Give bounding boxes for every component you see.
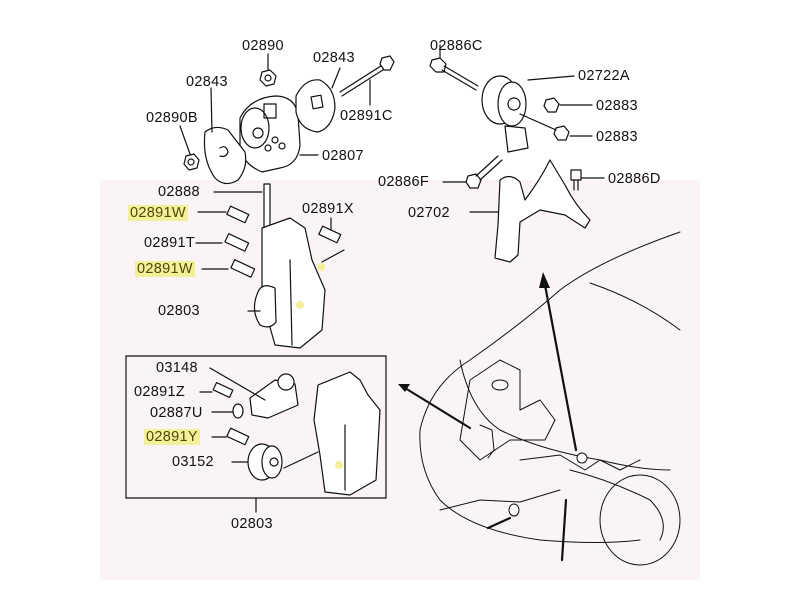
part-label: 02886D: [608, 171, 661, 187]
cover-plate-right: [295, 79, 336, 133]
part-label: 02803: [158, 303, 200, 319]
part-label: 02883: [596, 129, 638, 145]
leader-line: [331, 67, 341, 89]
detail-box: [125, 355, 387, 513]
leader-line: [210, 87, 213, 133]
vehicle-outline: [419, 231, 681, 566]
part-label: 02807: [322, 148, 364, 164]
arrow-lines: [398, 272, 578, 562]
stud-icon: [263, 183, 271, 231]
part-label: 02843: [313, 50, 355, 66]
part-label: 02888: [158, 184, 200, 200]
arrow-to-roll-stopper: [543, 283, 578, 452]
part-label: 02890B: [146, 110, 198, 126]
nut-icon: [259, 69, 277, 87]
leader-line: [179, 125, 191, 155]
part-label: 02891T: [144, 235, 195, 251]
part-label: 03148: [156, 360, 198, 376]
bolt-icon: [339, 55, 395, 97]
part-label: 02891Z: [134, 384, 185, 400]
arrow-short: [486, 516, 512, 530]
nut-icon: [183, 153, 200, 171]
part-label-highlighted: 02891W: [135, 261, 195, 277]
bracket-assembly-upper: [195, 205, 345, 349]
bolt-icon: [224, 233, 250, 252]
part-label: 02887U: [150, 405, 203, 421]
leader-line: [527, 75, 575, 81]
part-label: 02890: [242, 38, 284, 54]
engine-mount-assembly: [179, 53, 395, 231]
part-label: 02891C: [340, 108, 393, 124]
part-label: 02891X: [302, 201, 354, 217]
part-label-highlighted: 02891W: [128, 205, 188, 221]
part-label: 03152: [172, 454, 214, 470]
part-label-highlighted: 02891Y: [144, 429, 200, 445]
bolt-icon: [226, 205, 250, 224]
bolt-icon: [230, 259, 256, 278]
part-label: 02886F: [378, 174, 429, 190]
part-label: 02886C: [430, 38, 483, 54]
leader-line: [321, 249, 345, 263]
roll-stopper-assembly: [429, 44, 605, 263]
part-label: 02722A: [578, 68, 630, 84]
arrow-down: [560, 498, 568, 562]
mount-body: [239, 95, 301, 173]
arrow-to-detail-box: [403, 386, 472, 430]
bolt-icon: [318, 225, 342, 244]
part-label: 02843: [186, 74, 228, 90]
part-label: 02803: [231, 516, 273, 532]
part-label: 02702: [408, 205, 450, 221]
part-label: 02883: [596, 98, 638, 114]
cover-plate-left: [203, 126, 247, 185]
